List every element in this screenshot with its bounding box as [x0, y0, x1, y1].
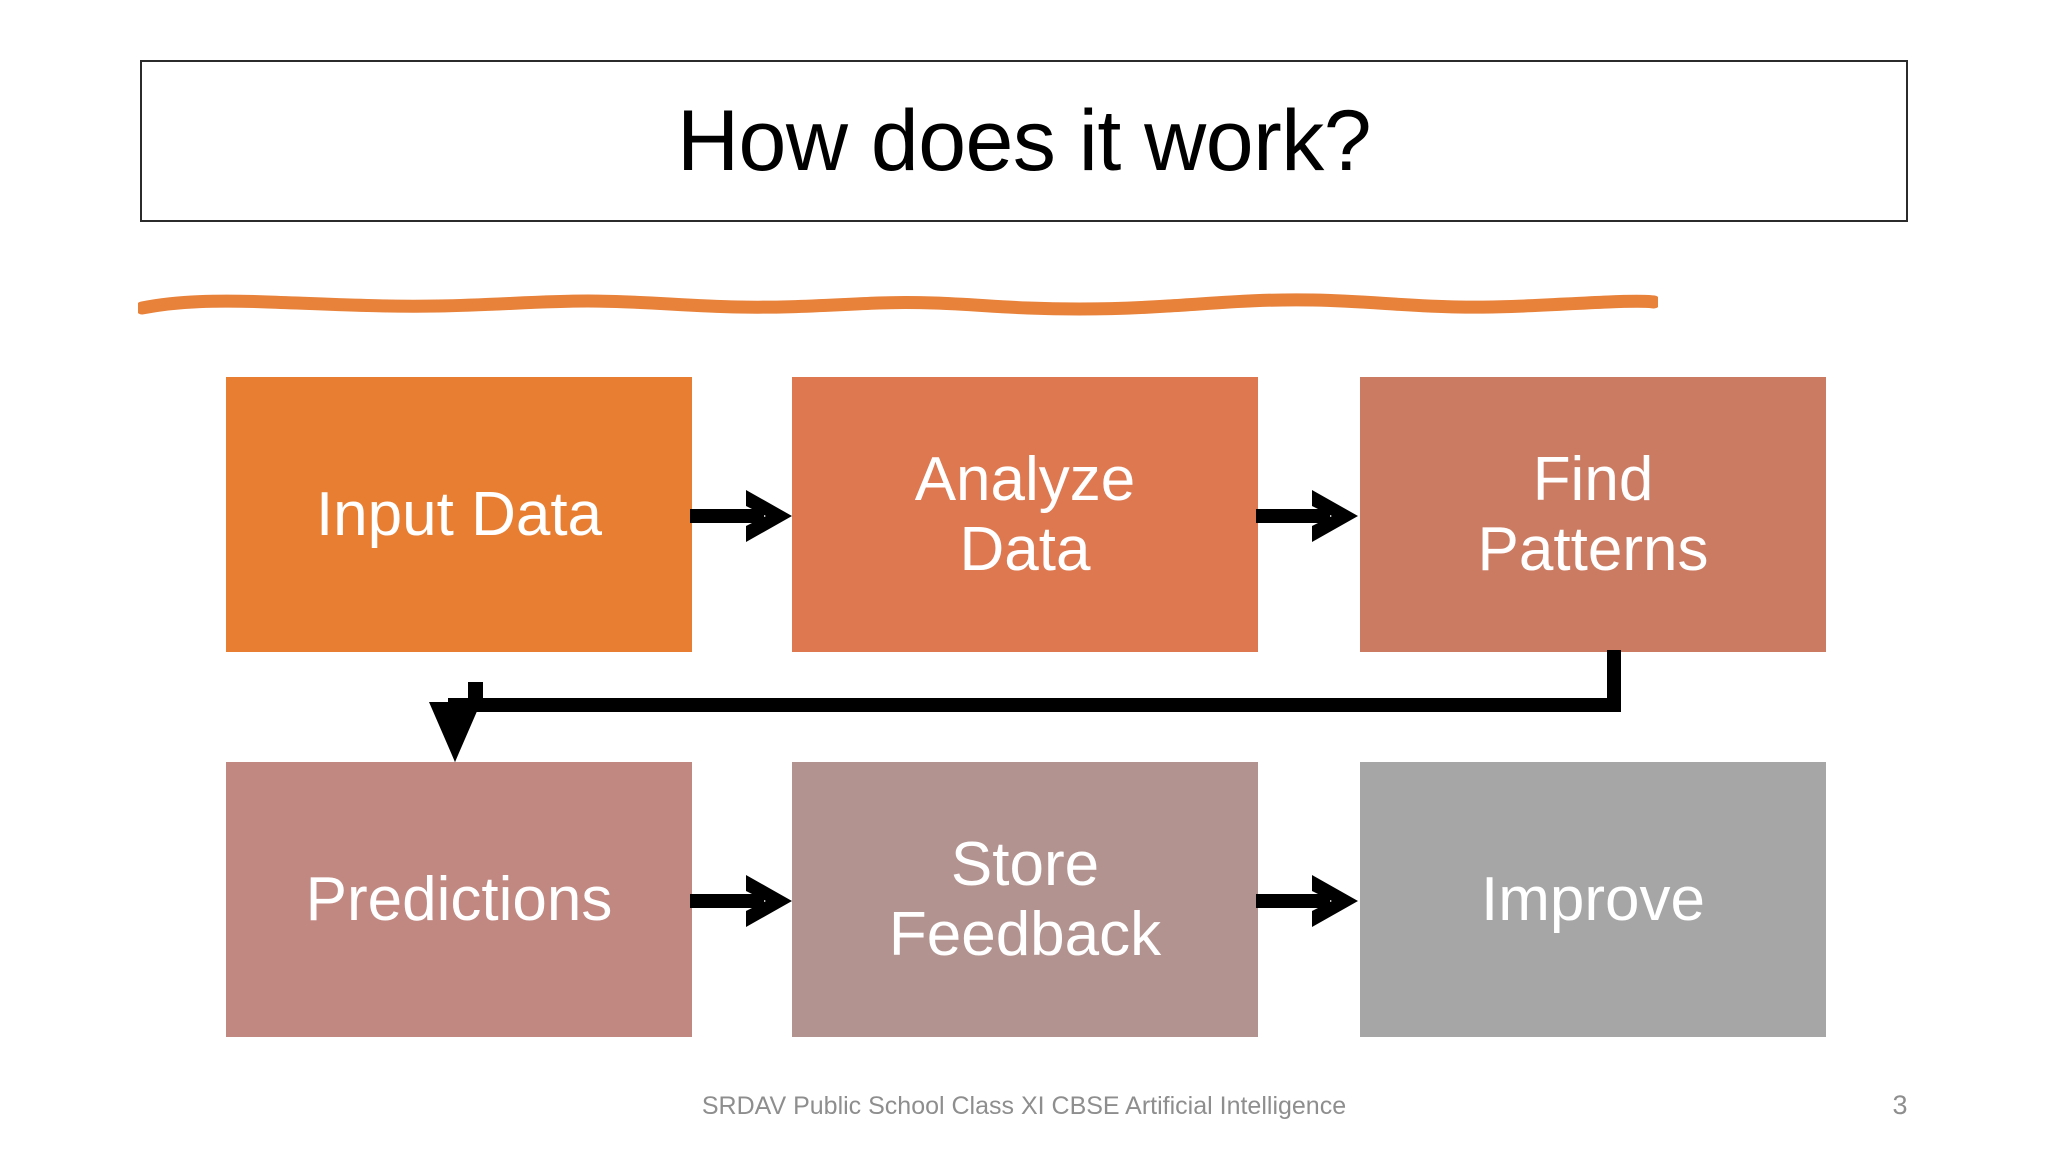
- flow-step-find-patterns[interactable]: Find Patterns: [1360, 377, 1826, 652]
- slide-footer: SRDAV Public School Class XI CBSE Artifi…: [701, 1092, 1347, 1120]
- arrow-right-icon-store-to-improve: [1256, 875, 1358, 927]
- flow-step-store-feedback[interactable]: Store Feedback: [792, 762, 1258, 1037]
- title-placeholder: How does it work?: [140, 60, 1908, 222]
- arrow-right-icon-input-to-analyze: [690, 490, 792, 542]
- orange-squiggle-divider: [138, 293, 1658, 316]
- flow-step-label: Improve: [1481, 864, 1705, 934]
- flow-step-label: Predictions: [305, 864, 613, 934]
- arrow-right-icon-analyze-to-find: [1256, 490, 1358, 542]
- arrow-right-icon-predictions-to-store: [690, 875, 792, 927]
- flow-step-improve[interactable]: Improve: [1360, 762, 1826, 1037]
- slide-page-number: 3: [1892, 1090, 1908, 1120]
- flow-step-input-data[interactable]: Input Data: [226, 377, 692, 652]
- elbow-arrow-down-icon-find-to-predictions: [429, 650, 1621, 762]
- flow-step-analyze-data[interactable]: Analyze Data: [792, 377, 1258, 652]
- flow-step-label: Find Patterns: [1477, 445, 1709, 584]
- flow-step-label: Analyze Data: [914, 445, 1136, 584]
- flow-step-label: Store Feedback: [888, 830, 1162, 969]
- flow-step-predictions[interactable]: Predictions: [226, 762, 692, 1037]
- flow-step-label: Input Data: [315, 479, 603, 549]
- page-title: How does it work?: [676, 93, 1372, 189]
